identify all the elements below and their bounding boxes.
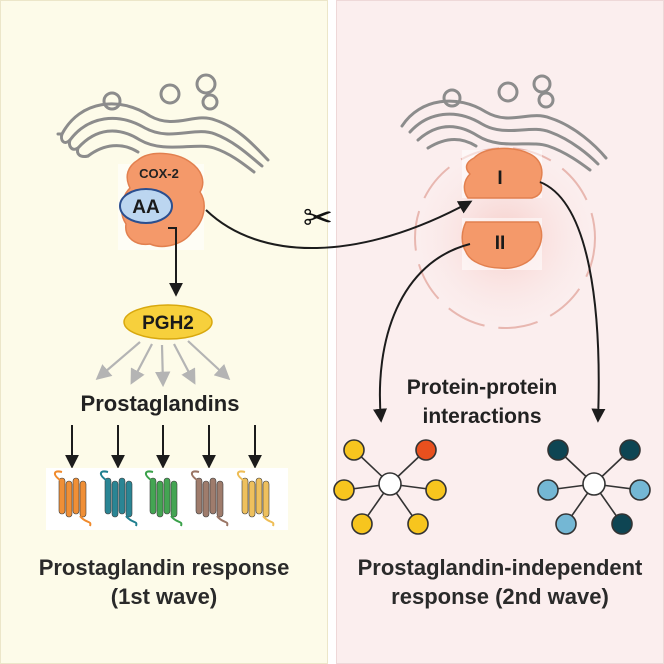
aa-substrate (119, 188, 173, 224)
er-membrane-right (400, 74, 608, 172)
fragment-1-label: I (497, 168, 502, 189)
fan-arrow-2 (130, 343, 153, 385)
fan-arrow-5 (187, 340, 231, 381)
network-node (547, 439, 569, 461)
aa-label: AA (132, 197, 160, 218)
caption-left-line2: (1st wave) (110, 584, 218, 609)
arrow-fragment-1-to-network (539, 181, 606, 423)
caption-left-line1: Prostaglandin response (38, 555, 290, 580)
fan-arrow-3 (154, 344, 171, 388)
fan-arrow-4 (173, 343, 196, 385)
fragment-2 (461, 221, 543, 270)
er-membrane-left (56, 73, 270, 174)
network-node (333, 479, 355, 501)
fragment-1 (463, 147, 543, 199)
network-node (351, 513, 373, 535)
receptor-5 (237, 470, 275, 527)
network-node (537, 479, 559, 501)
caption-right-line2: response (2nd wave) (391, 584, 609, 609)
network-node (555, 513, 577, 535)
network-hub-node (378, 472, 402, 496)
receptor-2 (100, 470, 138, 527)
receptor-3 (145, 470, 183, 527)
pgh2-label: PGH2 (142, 313, 194, 334)
arrow-fragment-2-to-network (373, 243, 471, 423)
scissors-icon: ✂ (303, 197, 333, 238)
network-node (415, 439, 437, 461)
cox2-label: COX-2 (139, 166, 179, 181)
right-panel-second-wave (336, 0, 664, 664)
caption-second-wave: Prostaglandin-independent response (2nd … (336, 553, 664, 611)
fragment-2-label: II (495, 233, 506, 254)
receptor-1 (54, 470, 92, 527)
pgh2-fan-arrows (95, 340, 231, 388)
network-node (407, 513, 429, 535)
pgh2-oval (123, 304, 213, 340)
prostaglandins-label: Prostaglandins (81, 391, 240, 416)
network-node (619, 439, 641, 461)
fan-arrow-1 (95, 341, 141, 381)
gpcr-receptors (54, 470, 275, 527)
network-left (333, 439, 447, 535)
network-node (425, 479, 447, 501)
network-node (343, 439, 365, 461)
ppi-label-line2: interactions (422, 405, 541, 428)
network-right (537, 439, 651, 535)
cleavage-arrow (205, 200, 473, 249)
ppi-label-line1: Protein-protein (407, 376, 558, 399)
receptor-4 (191, 470, 229, 527)
network-hub-node (582, 472, 606, 496)
arrow-aa-to-pgh2 (168, 227, 183, 297)
network-node (611, 513, 633, 535)
caption-right-line1: Prostaglandin-independent (357, 555, 643, 580)
caption-first-wave: Prostaglandin response (1st wave) (0, 553, 328, 611)
network-node (629, 479, 651, 501)
interaction-networks (333, 439, 651, 535)
receptor-arrows (65, 425, 262, 469)
